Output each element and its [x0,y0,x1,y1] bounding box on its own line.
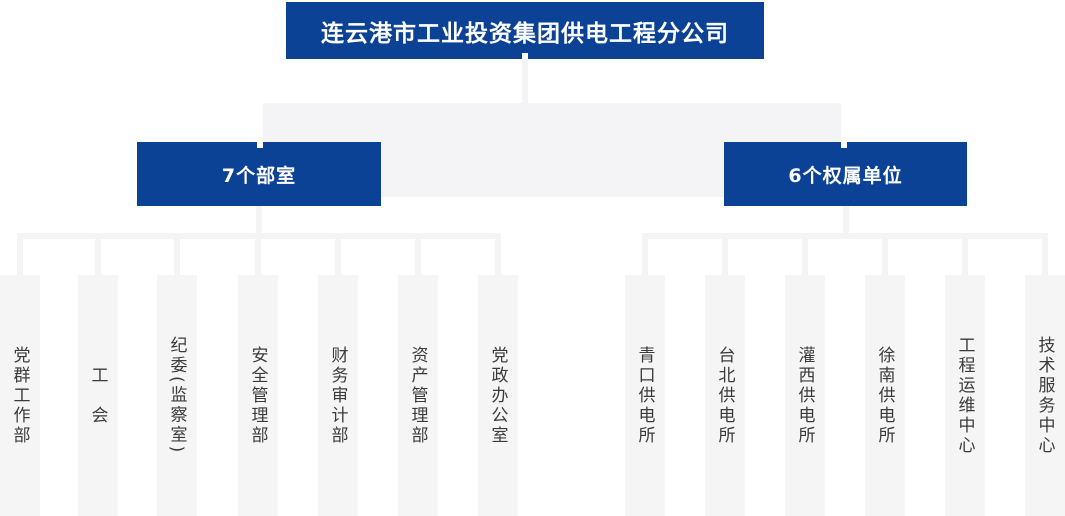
departments-drop-connector [256,206,262,233]
affiliates-notch-line [841,103,847,148]
dept-leaf-label: 资产管理部 [407,345,428,446]
leaf-drop-connector [17,239,23,275]
leaf-drop-connector [95,239,101,275]
dept-leaf-label: 党政办公室 [487,345,508,446]
unit-leaf-label: 青口供电所 [634,345,655,446]
leaf-drop-connector [1042,239,1048,275]
departments-notch-line [257,103,263,148]
dept-leaf-label: 工 会 [87,365,108,426]
dept-leaf-label: 安全管理部 [247,345,268,446]
dept-leaf-node: 资产管理部 [398,275,438,516]
dept-leaf-node: 财务审计部 [318,275,358,516]
group-node-departments: 7个部室 [137,142,381,206]
leaf-drop-connector [335,239,341,275]
unit-leaf-label: 技术服务中心 [1034,335,1055,456]
root-node-label: 连云港市工业投资集团供电工程分公司 [321,20,729,47]
leaf-drop-connector [495,239,501,275]
unit-leaf-node: 青口供电所 [625,275,665,516]
group-node-affiliates-label: 6个权属单位 [788,164,903,187]
unit-leaf-label: 灌西供电所 [794,345,815,446]
dept-leaf-node: 党群工作部 [0,275,40,516]
group-node-affiliates: 6个权属单位 [724,142,967,206]
affiliates-drop-connector [843,206,849,233]
unit-leaf-label: 工程运维中心 [954,335,975,456]
departments-rail-connector [17,233,501,239]
unit-leaf-label: 台北供电所 [714,345,735,446]
leaf-drop-connector [415,239,421,275]
dept-leaf-node: 安全管理部 [238,275,278,516]
root-node: 连云港市工业投资集团供电工程分公司 [286,2,764,59]
dept-leaf-label: 财务审计部 [327,345,348,446]
root-notch-line [522,53,528,59]
dept-leaf-node: 工 会 [78,275,118,516]
unit-leaf-node: 台北供电所 [705,275,745,516]
leaf-drop-connector [882,239,888,275]
dept-leaf-node: 纪委(监察室) [157,275,197,516]
leaf-drop-connector [722,239,728,275]
unit-leaf-node: 工程运维中心 [945,275,985,516]
unit-leaf-node: 徐南供电所 [865,275,905,516]
affiliates-rail-connector [642,233,1048,239]
unit-leaf-label: 徐南供电所 [874,345,895,446]
leaf-drop-connector [255,239,261,275]
group-node-departments-label: 7个部室 [221,164,297,187]
unit-leaf-node: 灌西供电所 [785,275,825,516]
leaf-drop-connector [174,239,180,275]
dept-leaf-node: 党政办公室 [478,275,518,516]
leaf-drop-connector [962,239,968,275]
dept-leaf-label: 党群工作部 [9,345,30,446]
unit-leaf-node: 技术服务中心 [1025,275,1065,516]
leaf-drop-connector [642,239,648,275]
dept-leaf-label: 纪委(监察室) [166,335,187,456]
root-drop-connector [522,59,528,103]
leaf-drop-connector [802,239,808,275]
